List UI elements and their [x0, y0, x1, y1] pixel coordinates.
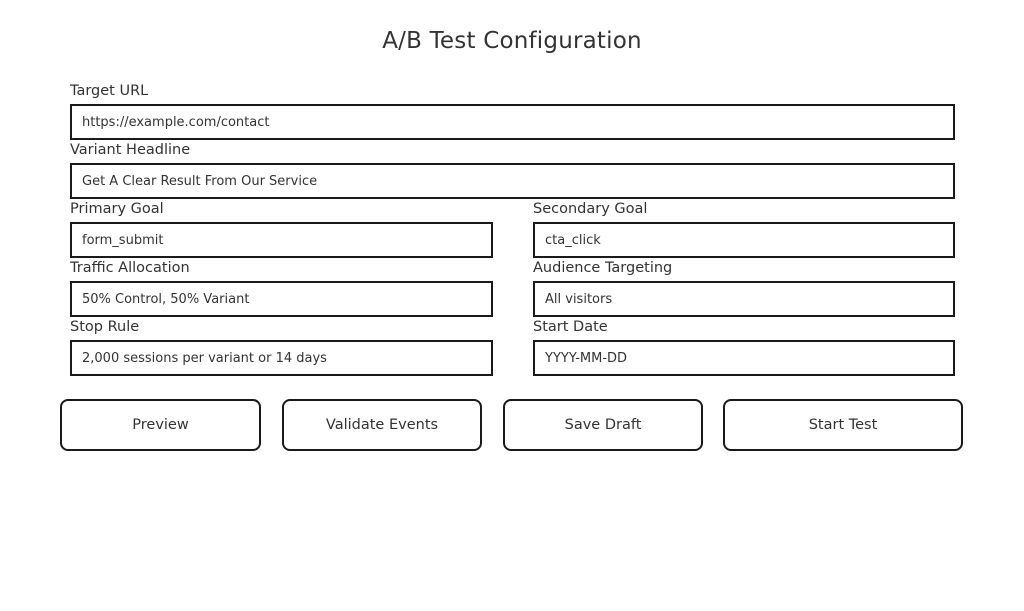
stop-rule-input[interactable] [70, 340, 493, 376]
traffic-allocation-input[interactable] [70, 281, 493, 317]
variant-headline-label: Variant Headline [70, 142, 191, 158]
field-audience-targeting: Audience Targeting [533, 259, 955, 317]
secondary-goal-label: Secondary Goal [533, 201, 648, 217]
field-primary-goal: Primary Goal [70, 200, 493, 258]
preview-button[interactable]: Preview [60, 399, 261, 451]
validate-events-button[interactable]: Validate Events [282, 399, 482, 451]
primary-goal-input[interactable] [70, 222, 493, 258]
primary-goal-label: Primary Goal [70, 201, 164, 217]
stop-rule-label: Stop Rule [70, 319, 140, 335]
traffic-allocation-label: Traffic Allocation [70, 260, 190, 276]
start-test-button[interactable]: Start Test [723, 399, 963, 451]
start-date-input[interactable] [533, 340, 955, 376]
page-title: A/B Test Configuration [382, 28, 642, 54]
secondary-goal-input[interactable] [533, 222, 955, 258]
field-variant-headline: Variant Headline [70, 141, 955, 199]
field-target-url: Target URL [70, 82, 955, 140]
variant-headline-input[interactable] [70, 163, 955, 199]
field-start-date: Start Date [533, 318, 955, 376]
start-date-label: Start Date [533, 319, 608, 335]
field-traffic-allocation: Traffic Allocation [70, 259, 493, 317]
audience-targeting-input[interactable] [533, 281, 955, 317]
save-draft-button[interactable]: Save Draft [503, 399, 703, 451]
target-url-label: Target URL [70, 83, 149, 99]
field-stop-rule: Stop Rule [70, 318, 493, 376]
target-url-input[interactable] [70, 104, 955, 140]
audience-targeting-label: Audience Targeting [533, 260, 673, 276]
field-secondary-goal: Secondary Goal [533, 200, 955, 258]
